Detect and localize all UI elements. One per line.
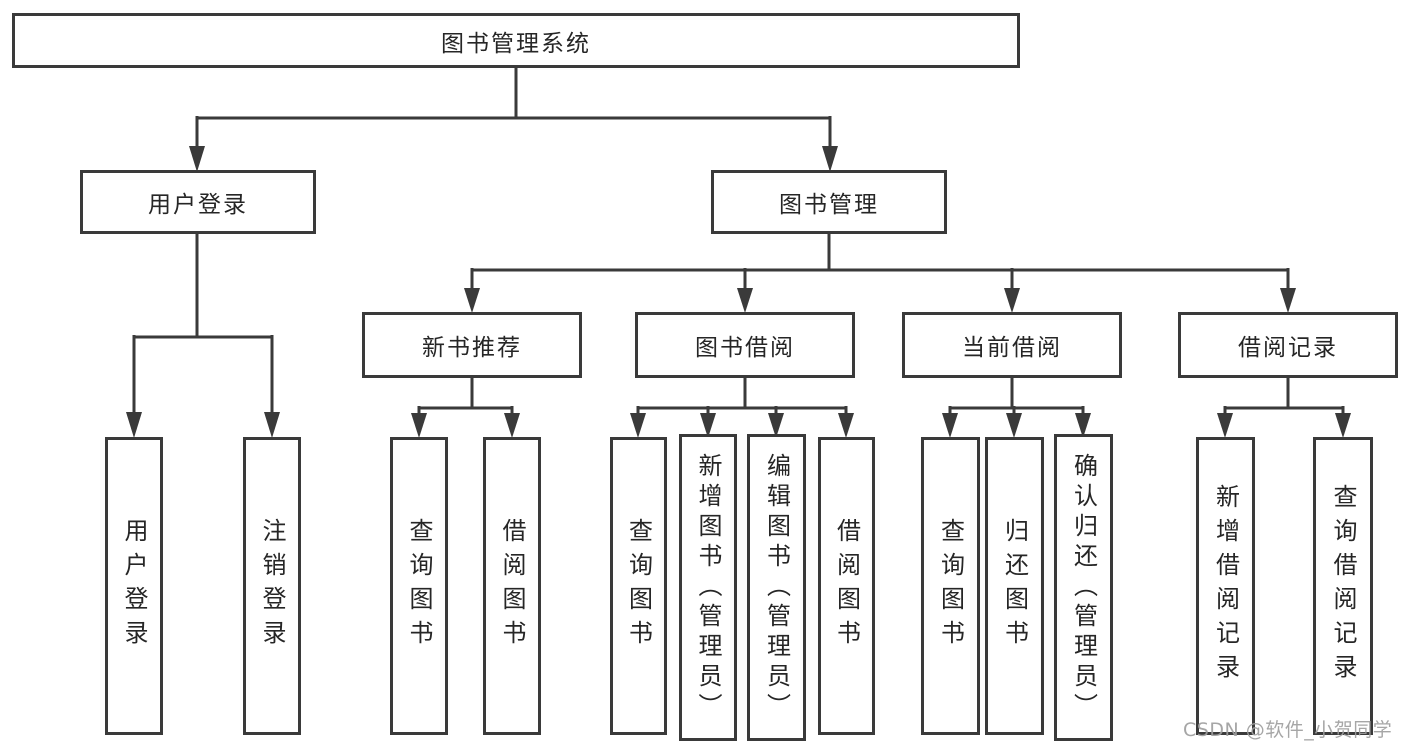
leaf-query-book-recommend: 查询图书 <box>390 437 448 735</box>
leaf-user-login-label: 用户登录 <box>120 518 148 654</box>
leaf-confirm-return-admin: 确认归还（管理员） <box>1054 434 1113 741</box>
node-borrow-records: 借阅记录 <box>1178 312 1398 378</box>
leaf-add-borrow-record-label: 新增借阅记录 <box>1211 484 1240 688</box>
leaf-query-book-borrow-label: 查询图书 <box>624 518 653 654</box>
node-current-borrow: 当前借阅 <box>902 312 1122 378</box>
leaf-borrow-book-recommend: 借阅图书 <box>483 437 541 735</box>
leaf-query-book-borrow: 查询图书 <box>610 437 667 735</box>
book-management-label: 图书管理 <box>779 192 879 218</box>
leaf-logout-label: 注销登录 <box>258 518 286 654</box>
leaf-query-borrow-record-label: 查询借阅记录 <box>1329 484 1357 688</box>
user-login-label: 用户登录 <box>148 192 248 218</box>
node-book-management: 图书管理 <box>711 170 947 234</box>
leaf-add-book-admin: 新增图书（管理员） <box>679 434 737 741</box>
book-borrow-label: 图书借阅 <box>695 335 795 361</box>
leaf-confirm-return-admin-label: 确认归还（管理员） <box>1069 452 1098 723</box>
leaf-add-book-admin-label: 新增图书（管理员） <box>694 452 722 723</box>
leaf-edit-book-admin-label: 编辑图书（管理员） <box>762 452 791 723</box>
node-user-login: 用户登录 <box>80 170 316 234</box>
leaf-logout: 注销登录 <box>243 437 301 735</box>
leaf-query-book-recommend-label: 查询图书 <box>405 518 433 654</box>
root-title-label: 图书管理系统 <box>441 30 591 57</box>
leaf-borrow-book-recommend-label: 借阅图书 <box>498 518 526 654</box>
leaf-query-book-current-label: 查询图书 <box>936 518 965 654</box>
leaf-borrow-book-label: 借阅图书 <box>832 518 861 654</box>
leaf-query-book-current: 查询图书 <box>921 437 980 735</box>
leaf-query-borrow-record: 查询借阅记录 <box>1313 437 1373 735</box>
leaf-return-book-label: 归还图书 <box>1000 518 1029 654</box>
node-new-book-recommend: 新书推荐 <box>362 312 582 378</box>
new-book-recommend-label: 新书推荐 <box>422 335 522 361</box>
current-borrow-label: 当前借阅 <box>962 335 1062 361</box>
node-book-borrow: 图书借阅 <box>635 312 855 378</box>
leaf-add-borrow-record: 新增借阅记录 <box>1196 437 1255 735</box>
borrow-records-label: 借阅记录 <box>1238 335 1338 361</box>
node-root-title: 图书管理系统 <box>12 13 1020 68</box>
leaf-user-login: 用户登录 <box>105 437 163 735</box>
leaf-borrow-book: 借阅图书 <box>818 437 875 735</box>
leaf-edit-book-admin: 编辑图书（管理员） <box>747 434 806 741</box>
leaf-return-book: 归还图书 <box>985 437 1044 735</box>
